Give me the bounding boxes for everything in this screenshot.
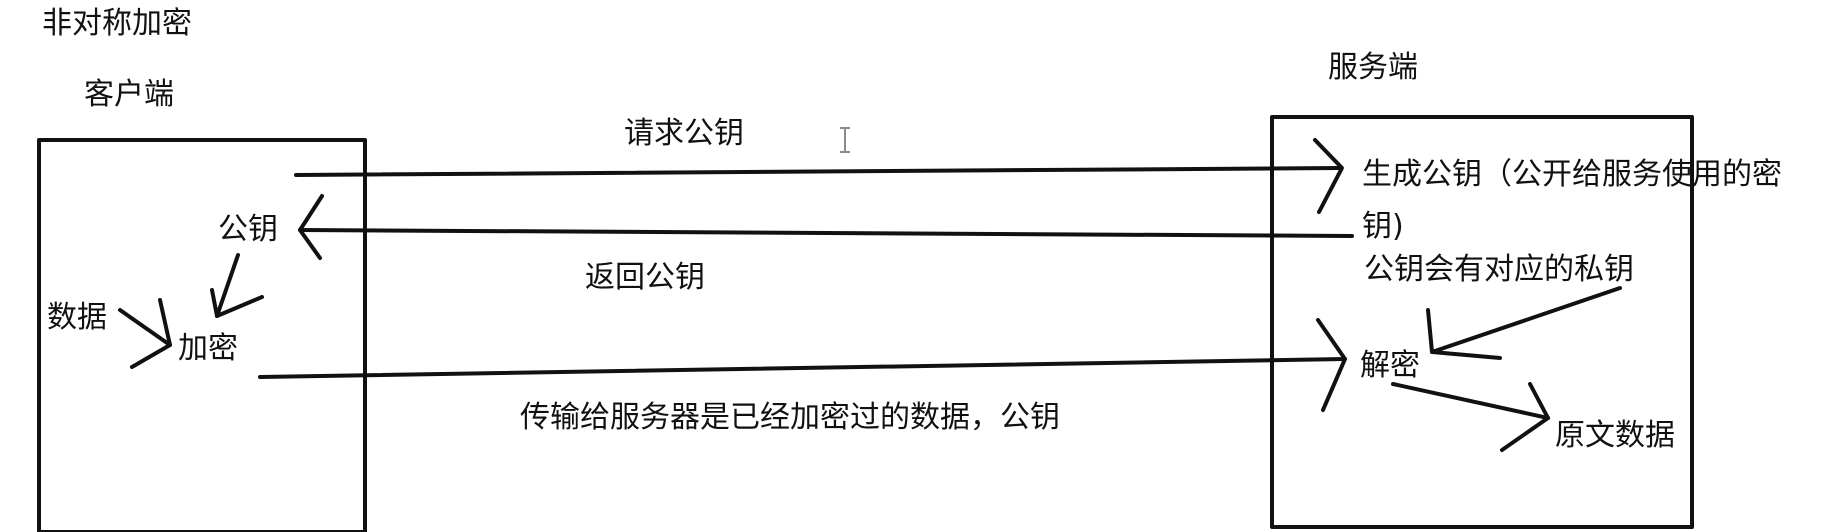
transmit-arrow-line — [258, 357, 1347, 379]
request-key-label: 请求公钥 — [624, 116, 744, 151]
diagram-title: 非对称加密 — [42, 6, 192, 41]
request-key-arrowhead — [1313, 138, 1344, 214]
private-key-to-decrypt-arrow-line — [1430, 286, 1622, 354]
server-box — [1270, 115, 1694, 529]
return-key-arrowhead — [298, 194, 324, 260]
data-to-encrypt-arrow-line — [118, 308, 172, 347]
server-plaintext-label: 原文数据 — [1555, 418, 1675, 453]
server-generate-key-line1: 生成公钥（公开给服务使用的密 — [1362, 157, 1782, 192]
client-encrypt-label: 加密 — [178, 331, 238, 366]
text-cursor-icon — [840, 127, 850, 153]
client-heading: 客户端 — [84, 77, 174, 112]
private-key-to-decrypt-arrowhead — [1426, 308, 1502, 360]
server-private-key-note: 公钥会有对应的私钥 — [1364, 252, 1634, 287]
server-heading: 服务端 — [1328, 50, 1418, 85]
client-data-label: 数据 — [47, 300, 107, 335]
return-key-label: 返回公钥 — [585, 260, 705, 295]
return-key-arrow-line — [298, 228, 1354, 238]
server-decrypt-label: 解密 — [1360, 348, 1420, 383]
key-to-encrypt-arrowhead — [210, 288, 264, 318]
transmit-label: 传输给服务器是已经加密过的数据，公钥 — [520, 400, 1060, 435]
data-to-encrypt-arrowhead — [130, 298, 172, 369]
client-box — [37, 138, 367, 532]
server-generate-key-line2: 钥) — [1362, 209, 1404, 244]
decrypt-to-plaintext-arrow-line — [1391, 382, 1550, 420]
request-key-arrow-line — [294, 166, 1342, 177]
decrypt-to-plaintext-arrowhead — [1500, 382, 1550, 452]
client-public-key-label: 公钥 — [218, 212, 278, 247]
transmit-arrowhead — [1316, 318, 1347, 412]
key-to-encrypt-arrow-line — [215, 253, 240, 318]
